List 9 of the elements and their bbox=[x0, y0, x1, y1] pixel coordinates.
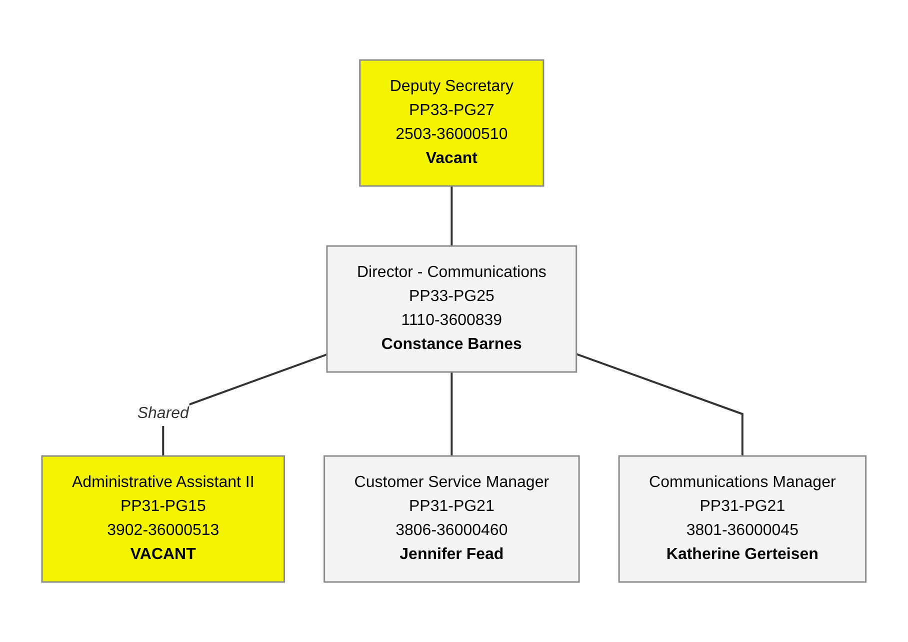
node-box: Customer Service Manager PP31-PG21 3806-36000460 Jennifer Fead bbox=[324, 455, 580, 583]
edge-label: Shared bbox=[137, 405, 190, 422]
connector bbox=[450, 186, 453, 246]
connector bbox=[450, 372, 453, 456]
node-box: Deputy Secretary PP33-PG27 2503-36000510 Vacant bbox=[359, 59, 544, 187]
node-box: Administrative Assistant II PP31-PG15 3902-36000513 VACANT bbox=[41, 455, 286, 583]
connector bbox=[576, 353, 744, 456]
node-box: Director - Communications PP33-PG25 1110-3600839 Constance Barnes bbox=[326, 245, 578, 373]
node-box: Communications Manager PP31-PG21 3801-36000045 Katherine Gerteisen bbox=[618, 455, 867, 583]
